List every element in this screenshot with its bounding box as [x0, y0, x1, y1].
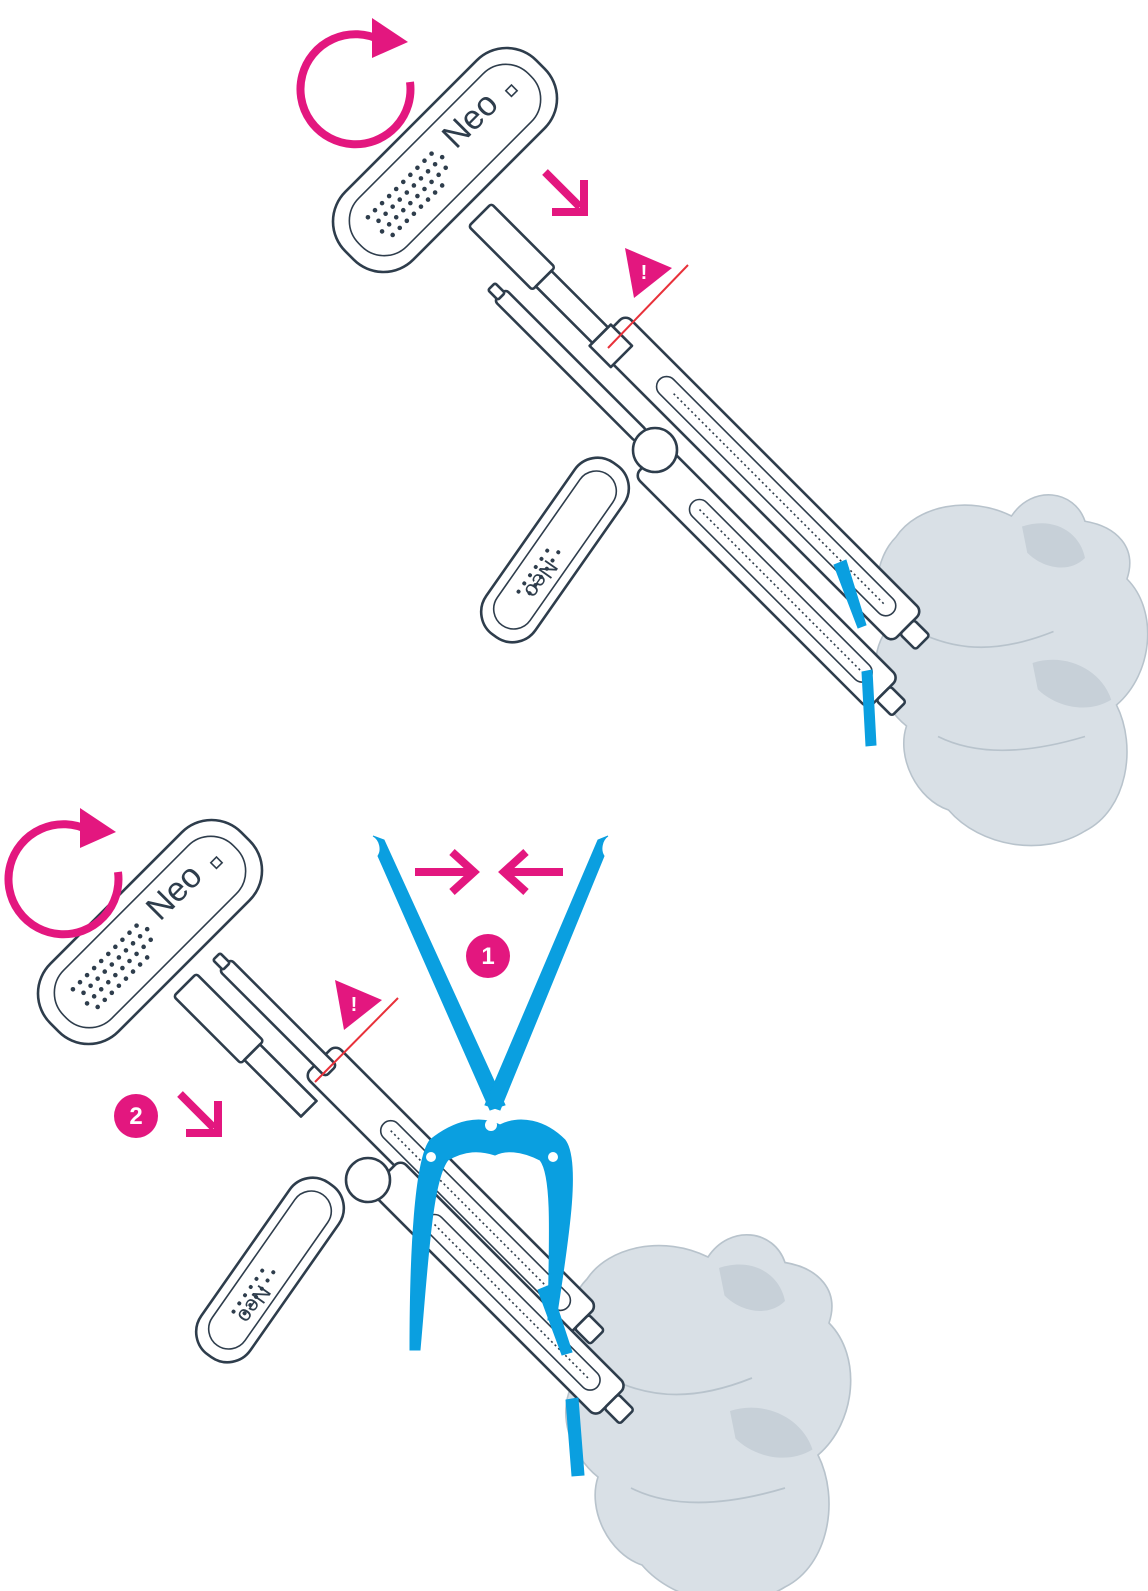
- step-badge-2: 2: [114, 1094, 158, 1138]
- arrow-icon: [180, 1094, 218, 1133]
- compress-arrows-icon: [415, 852, 563, 892]
- svg-text:!: !: [641, 262, 648, 284]
- rotate-clockwise-icon: [300, 18, 410, 144]
- step-number-1: 1: [481, 943, 494, 970]
- arrow-icon: [545, 172, 584, 212]
- svg-text:!: !: [351, 994, 358, 1016]
- connector-knob: [633, 428, 677, 472]
- step-badge-1: 1: [466, 934, 510, 978]
- secondary-handle: [470, 447, 640, 653]
- rotate-clockwise-icon: [8, 808, 118, 934]
- panel-bottom: Neo Neo: [8, 803, 850, 1591]
- vertebra-top: [876, 495, 1148, 846]
- warning-icon: !: [625, 248, 672, 298]
- panel-top: Neo Neo !: [300, 18, 1147, 846]
- connector-knob-bottom: [346, 1158, 390, 1202]
- secondary-handle-bottom: [185, 1167, 355, 1373]
- step-number-2: 2: [129, 1103, 142, 1130]
